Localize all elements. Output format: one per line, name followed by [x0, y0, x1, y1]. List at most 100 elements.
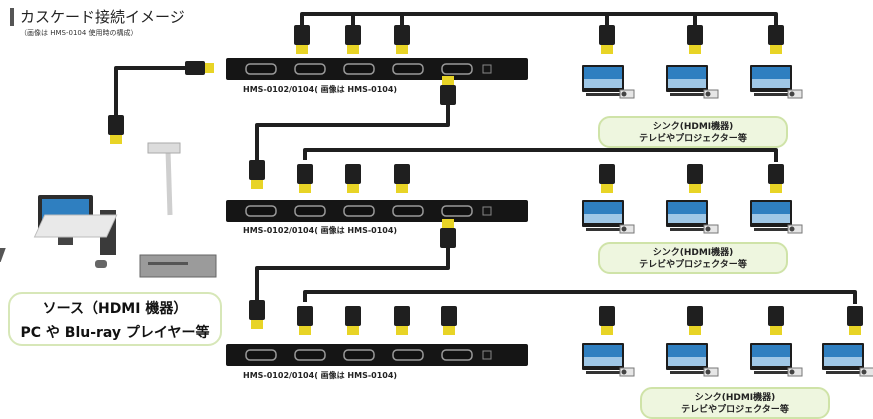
splitter-3-input-connector — [249, 300, 265, 329]
splitter-1-port-5 — [441, 63, 473, 75]
splitter-1-output-connector-4 — [599, 25, 615, 54]
splitter-2-port-4 — [392, 205, 424, 217]
splitter-2-output-connector-5 — [687, 164, 703, 193]
tv-3-3-screen-horizon — [752, 357, 790, 366]
cable-splitter-2-to-splitter-3 — [255, 248, 450, 302]
tv-2-1-stand — [586, 228, 620, 231]
splitter-2-output-connector-4 — [599, 164, 615, 193]
tv-1-3-screen-horizon — [752, 79, 790, 88]
splitter-1-output-connector-1 — [294, 25, 310, 54]
splitter-1-output-connector-3 — [394, 25, 410, 54]
splitter-3-port-1 — [245, 349, 277, 361]
splitter-2-port-3 — [343, 205, 375, 217]
splitter-3-port-4 — [392, 349, 424, 361]
tv-3-3-stand — [754, 371, 788, 374]
title-accent-bar — [10, 8, 14, 26]
splitter-2-output-connector-3 — [394, 164, 410, 193]
monitor-stand — [58, 237, 73, 245]
splitter-2-output-connector-1 — [297, 164, 313, 193]
tv-3-1-projector-lens — [621, 369, 627, 375]
splitter-2-model-label: HMS-0102/0104( 画像は HMS-0104) — [243, 226, 398, 235]
splitter-3-output-connector-2 — [345, 306, 361, 335]
tv-2-2-projector-lens — [705, 226, 711, 232]
tv-3-1-projector — [619, 367, 635, 377]
sink-box-1-line1: シンク(HDMI機器) — [652, 122, 734, 132]
tv-2-3-projector — [787, 224, 803, 234]
tv-3-1-screen-horizon — [584, 357, 622, 366]
splitter-3-output-connector-3 — [394, 306, 410, 335]
tv-1-2-projector — [703, 89, 719, 99]
sink-box-2-line1: シンク(HDMI機器) — [652, 248, 734, 258]
splitter-2-port-2 — [294, 205, 326, 217]
splitter-1-cascade-connector — [440, 76, 456, 105]
source-box: ソース（HDMI 機器） PC や Blu-ray プレイヤー等 — [8, 292, 222, 346]
sink-box-3-line2: テレビやプロジェクター等 — [681, 405, 789, 415]
tv-2-1-screen-horizon — [584, 214, 622, 223]
splitter-3-port-2 — [294, 349, 326, 361]
tv-3-4-projector-lens — [861, 369, 867, 375]
tv-1-2-stand — [670, 93, 704, 96]
tv-3-3-projector — [787, 367, 803, 377]
blu-ray-player-slot — [148, 262, 188, 265]
splitter-3-output-connector-1 — [297, 306, 313, 335]
splitter-2-power-jack — [482, 206, 492, 216]
document-camera-arm — [165, 149, 173, 216]
cable-source-to-splitter-1 — [114, 66, 190, 115]
splitter-1-model-label: HMS-0102/0104( 画像は HMS-0104) — [243, 85, 398, 94]
splitter-3-output-bus — [303, 290, 857, 304]
source-box-line1: ソース（HDMI 機器） — [42, 301, 188, 317]
splitter-3-port-5 — [441, 349, 473, 361]
splitter-1-input-connector — [185, 61, 214, 75]
splitter-1-output-connector-2 — [345, 25, 361, 54]
source-box-line2: PC や Blu-ray プレイヤー等 — [20, 325, 210, 341]
cable-splitter-1-to-splitter-2 — [255, 105, 450, 162]
splitter-3-output-connector-7 — [768, 306, 784, 335]
sink-box-3: シンク(HDMI機器) テレビやプロジェクター等 — [640, 387, 830, 419]
sink-box-2: シンク(HDMI機器) テレビやプロジェクター等 — [598, 242, 788, 274]
blu-ray-player — [139, 254, 217, 278]
tv-3-2-screen-horizon — [668, 357, 706, 366]
tv-2-1-projector-lens — [621, 226, 627, 232]
diagram-subtitle: （画像は HMS-0104 使用時の構成） — [20, 29, 138, 37]
sink-box-1: シンク(HDMI機器) テレビやプロジェクター等 — [598, 116, 788, 148]
splitter-3-output-connector-8 — [847, 306, 863, 335]
tv-2-2-projector — [703, 224, 719, 234]
document-camera-base — [33, 214, 118, 238]
splitter-2-output-connector-2 — [345, 164, 361, 193]
tv-3-1-stand — [586, 371, 620, 374]
splitter-3-output-connector-6 — [687, 306, 703, 335]
splitter-2-port-5 — [441, 205, 473, 217]
tv-3-3-projector-lens — [789, 369, 795, 375]
splitter-2-port-1 — [245, 205, 277, 217]
tv-2-1-projector — [619, 224, 635, 234]
tv-2-3-stand — [754, 228, 788, 231]
splitter-3-power-jack — [482, 350, 492, 360]
splitter-3-output-connector-4 — [441, 306, 457, 335]
splitter-2-output-connector-6 — [768, 164, 784, 193]
splitter-2-input-connector — [249, 160, 265, 189]
sink-box-2-line2: テレビやプロジェクター等 — [639, 260, 747, 270]
splitter-1-port-2 — [294, 63, 326, 75]
splitter-1-port-4 — [392, 63, 424, 75]
tv-1-3-projector-lens — [789, 91, 795, 97]
tv-2-3-projector-lens — [789, 226, 795, 232]
tv-3-2-projector-lens — [705, 369, 711, 375]
splitter-3-port-3 — [343, 349, 375, 361]
document-camera-head — [147, 142, 181, 154]
tv-1-1-stand — [586, 93, 620, 96]
sink-box-3-line1: シンク(HDMI機器) — [694, 393, 776, 403]
splitter-1-output-bus — [300, 12, 778, 28]
splitter-2-cascade-connector — [440, 219, 456, 248]
tv-1-2-projector-lens — [705, 91, 711, 97]
tv-1-3-stand — [754, 93, 788, 96]
tv-1-1-projector-lens — [621, 91, 627, 97]
tv-1-1-screen-horizon — [584, 79, 622, 88]
diagram-title: カスケード接続イメージ — [20, 8, 185, 26]
mouse — [95, 260, 107, 268]
splitter-1-port-1 — [245, 63, 277, 75]
tv-3-4-screen-horizon — [824, 357, 862, 366]
splitter-1-port-3 — [343, 63, 375, 75]
splitter-1-output-connector-5 — [687, 25, 703, 54]
